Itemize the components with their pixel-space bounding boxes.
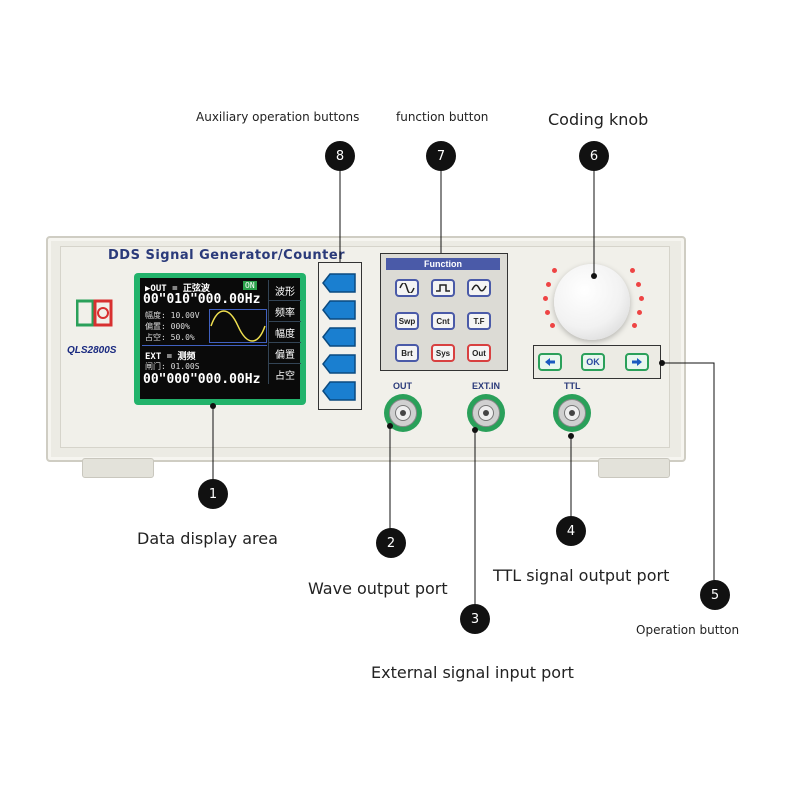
aux-button-3[interactable] — [322, 327, 356, 347]
knob-indicator-dot — [636, 282, 641, 287]
square-wave-button[interactable] — [431, 279, 455, 297]
label-data-display-area: Data display area — [137, 529, 278, 548]
callout-badge-4: 4 — [556, 516, 586, 546]
arrow-left-icon — [545, 358, 555, 366]
label-wave-output-port: Wave output port — [308, 579, 448, 598]
knob-indicator-dot — [630, 268, 635, 273]
arb-wave-icon — [471, 284, 487, 292]
knob-indicator-dot — [543, 296, 548, 301]
port-label-out: OUT — [393, 381, 412, 391]
ok-button[interactable]: OK — [581, 353, 605, 371]
screen-out-line: ▶OUT = 正弦波 — [145, 284, 210, 294]
screen-on-badge: ON — [243, 281, 257, 290]
square-wave-icon — [436, 284, 450, 292]
callout-badge-2: 2 — [376, 528, 406, 558]
aux-button-1[interactable] — [322, 273, 356, 293]
aux-button-5[interactable] — [322, 381, 356, 401]
port-label-ttl: TTL — [564, 381, 581, 391]
brightness-button[interactable]: Brt — [395, 344, 419, 362]
port-label-ext-in: EXT.IN — [472, 381, 501, 391]
knob-indicator-dot — [632, 323, 637, 328]
right-arrow-button[interactable] — [625, 353, 649, 371]
model-name: QLS2800S — [67, 345, 117, 356]
callout-badge-5: 5 — [700, 580, 730, 610]
screen-menu-offset: 偏置 — [268, 343, 301, 364]
callout-badge-6: 6 — [579, 141, 609, 171]
callout-badge-1: 1 — [198, 479, 228, 509]
arrow-right-icon — [632, 358, 642, 366]
callout-badge-8: 8 — [325, 141, 355, 171]
knob-indicator-dot — [639, 296, 644, 301]
screen-ext-frequency: 00"000"000.00Hz — [143, 372, 261, 387]
ttl-output-port[interactable] — [553, 394, 591, 432]
label-auxiliary-buttons: Auxiliary operation buttons — [196, 110, 360, 124]
sine-icon — [399, 283, 415, 293]
label-function-button: function button — [396, 110, 489, 124]
screen-gate: 闸门: 01.00S — [145, 362, 200, 371]
tf-button[interactable]: T.F — [467, 312, 491, 330]
knob-indicator-dot — [552, 268, 557, 273]
screen-menu-amplitude: 幅度 — [268, 322, 301, 343]
knob-indicator-dot — [546, 282, 551, 287]
sweep-button[interactable]: Swp — [395, 312, 419, 330]
label-coding-knob: Coding knob — [548, 110, 649, 129]
callout-badge-3: 3 — [460, 604, 490, 634]
sine-wave-icon — [209, 309, 267, 343]
screen-menu-duty: 占空 — [268, 364, 301, 384]
device-foot-right — [598, 458, 670, 478]
screen-amplitude: 幅度: 10.00V — [145, 311, 200, 320]
output-button[interactable]: Out — [467, 344, 491, 362]
label-ttl-output-port: TTL signal output port — [493, 566, 670, 585]
screen-menu-frequency: 频率 — [268, 301, 301, 322]
device-foot-left — [82, 458, 154, 478]
screen-offset: 偏置: 000% — [145, 322, 190, 331]
function-panel-header: Function — [386, 258, 500, 270]
device-title: DDS Signal Generator/Counter — [108, 248, 346, 263]
screen-out-frequency: 00"010"000.00Hz — [143, 292, 261, 307]
label-external-input-port: External signal input port — [371, 663, 574, 682]
knob-indicator-dot — [545, 310, 550, 315]
screen-menu-waveform: 波形 — [268, 280, 301, 301]
aux-button-4[interactable] — [322, 354, 356, 374]
knob-indicator-dot — [550, 323, 555, 328]
aux-button-2[interactable] — [322, 300, 356, 320]
counter-button[interactable]: Cnt — [431, 312, 455, 330]
knob-indicator-dot — [637, 310, 642, 315]
external-input-port[interactable] — [467, 394, 505, 432]
system-button[interactable]: Sys — [431, 344, 455, 362]
screen-duty: 占空: 50.0% — [145, 333, 195, 342]
label-operation-button: Operation button — [636, 623, 740, 637]
left-arrow-button[interactable] — [538, 353, 562, 371]
data-display — [140, 278, 300, 399]
screen-divider — [142, 345, 267, 346]
triangle-wave-button[interactable] — [467, 279, 491, 297]
screen-ext-line: EXT = 测频 — [145, 352, 196, 362]
callout-badge-7: 7 — [426, 141, 456, 171]
brand-logo-icon — [76, 299, 113, 327]
sine-wave-button[interactable] — [395, 279, 419, 297]
